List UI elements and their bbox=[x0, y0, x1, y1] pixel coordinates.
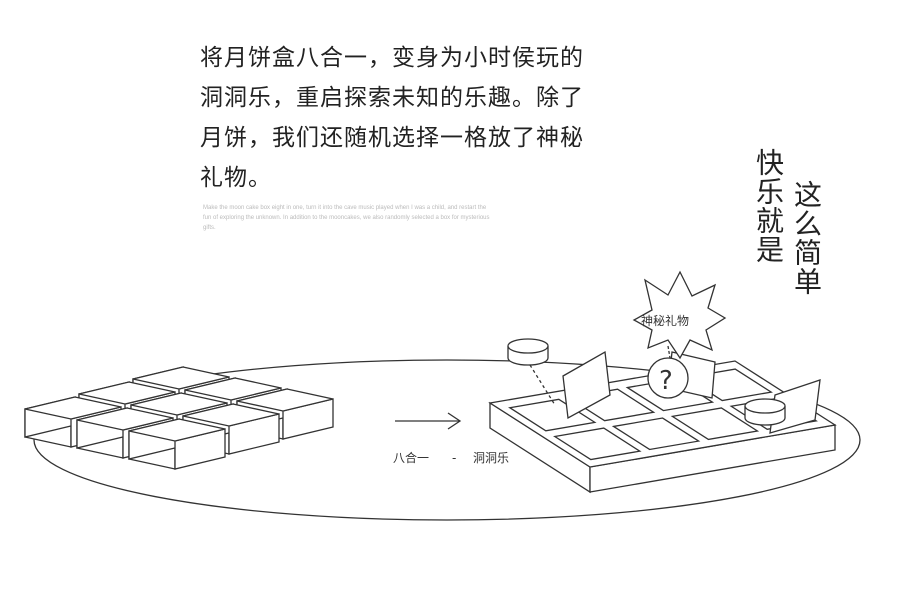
svg-text:?: ? bbox=[659, 366, 673, 396]
caption-eight-in-one: 八合一 bbox=[393, 450, 429, 465]
intro-line: 洞洞乐，重启探索未知的乐趣。除了 bbox=[200, 85, 584, 111]
intro-line: 将月饼盒八合一，变身为小时侯玩的 bbox=[200, 45, 584, 71]
intro-line: 月饼，我们还随机选择一格放了神秘 bbox=[200, 125, 584, 151]
intro-line: 礼物。 bbox=[200, 165, 272, 191]
english-translation: Make the moon cake box eight in one, tur… bbox=[203, 205, 490, 231]
slogan-line-1: 快乐就是 bbox=[752, 148, 785, 264]
tray-cell bbox=[611, 417, 701, 451]
mooncake-cube bbox=[128, 418, 226, 470]
mooncake-icon bbox=[744, 398, 786, 426]
tray-cell bbox=[670, 407, 760, 441]
intro-paragraph: 将月饼盒八合一，变身为小时侯玩的 洞洞乐，重启探索未知的乐趣。除了 月饼，我们还… bbox=[200, 38, 640, 198]
mooncake-cubes bbox=[24, 366, 334, 470]
base-ellipse bbox=[33, 359, 861, 521]
question-icon: ? bbox=[647, 357, 689, 399]
mooncake-icon bbox=[507, 338, 556, 406]
tray-cell bbox=[508, 398, 597, 432]
slogan-line-2: 这么简单 bbox=[790, 180, 823, 296]
caption-hole-game: 洞洞乐 bbox=[473, 451, 509, 465]
mystery-burst: 神秘礼物 bbox=[632, 270, 727, 360]
caption-separator: - bbox=[452, 451, 456, 465]
tray-cell bbox=[553, 427, 642, 461]
arrow-icon bbox=[395, 412, 462, 430]
burst-label: 神秘礼物 bbox=[641, 313, 689, 328]
